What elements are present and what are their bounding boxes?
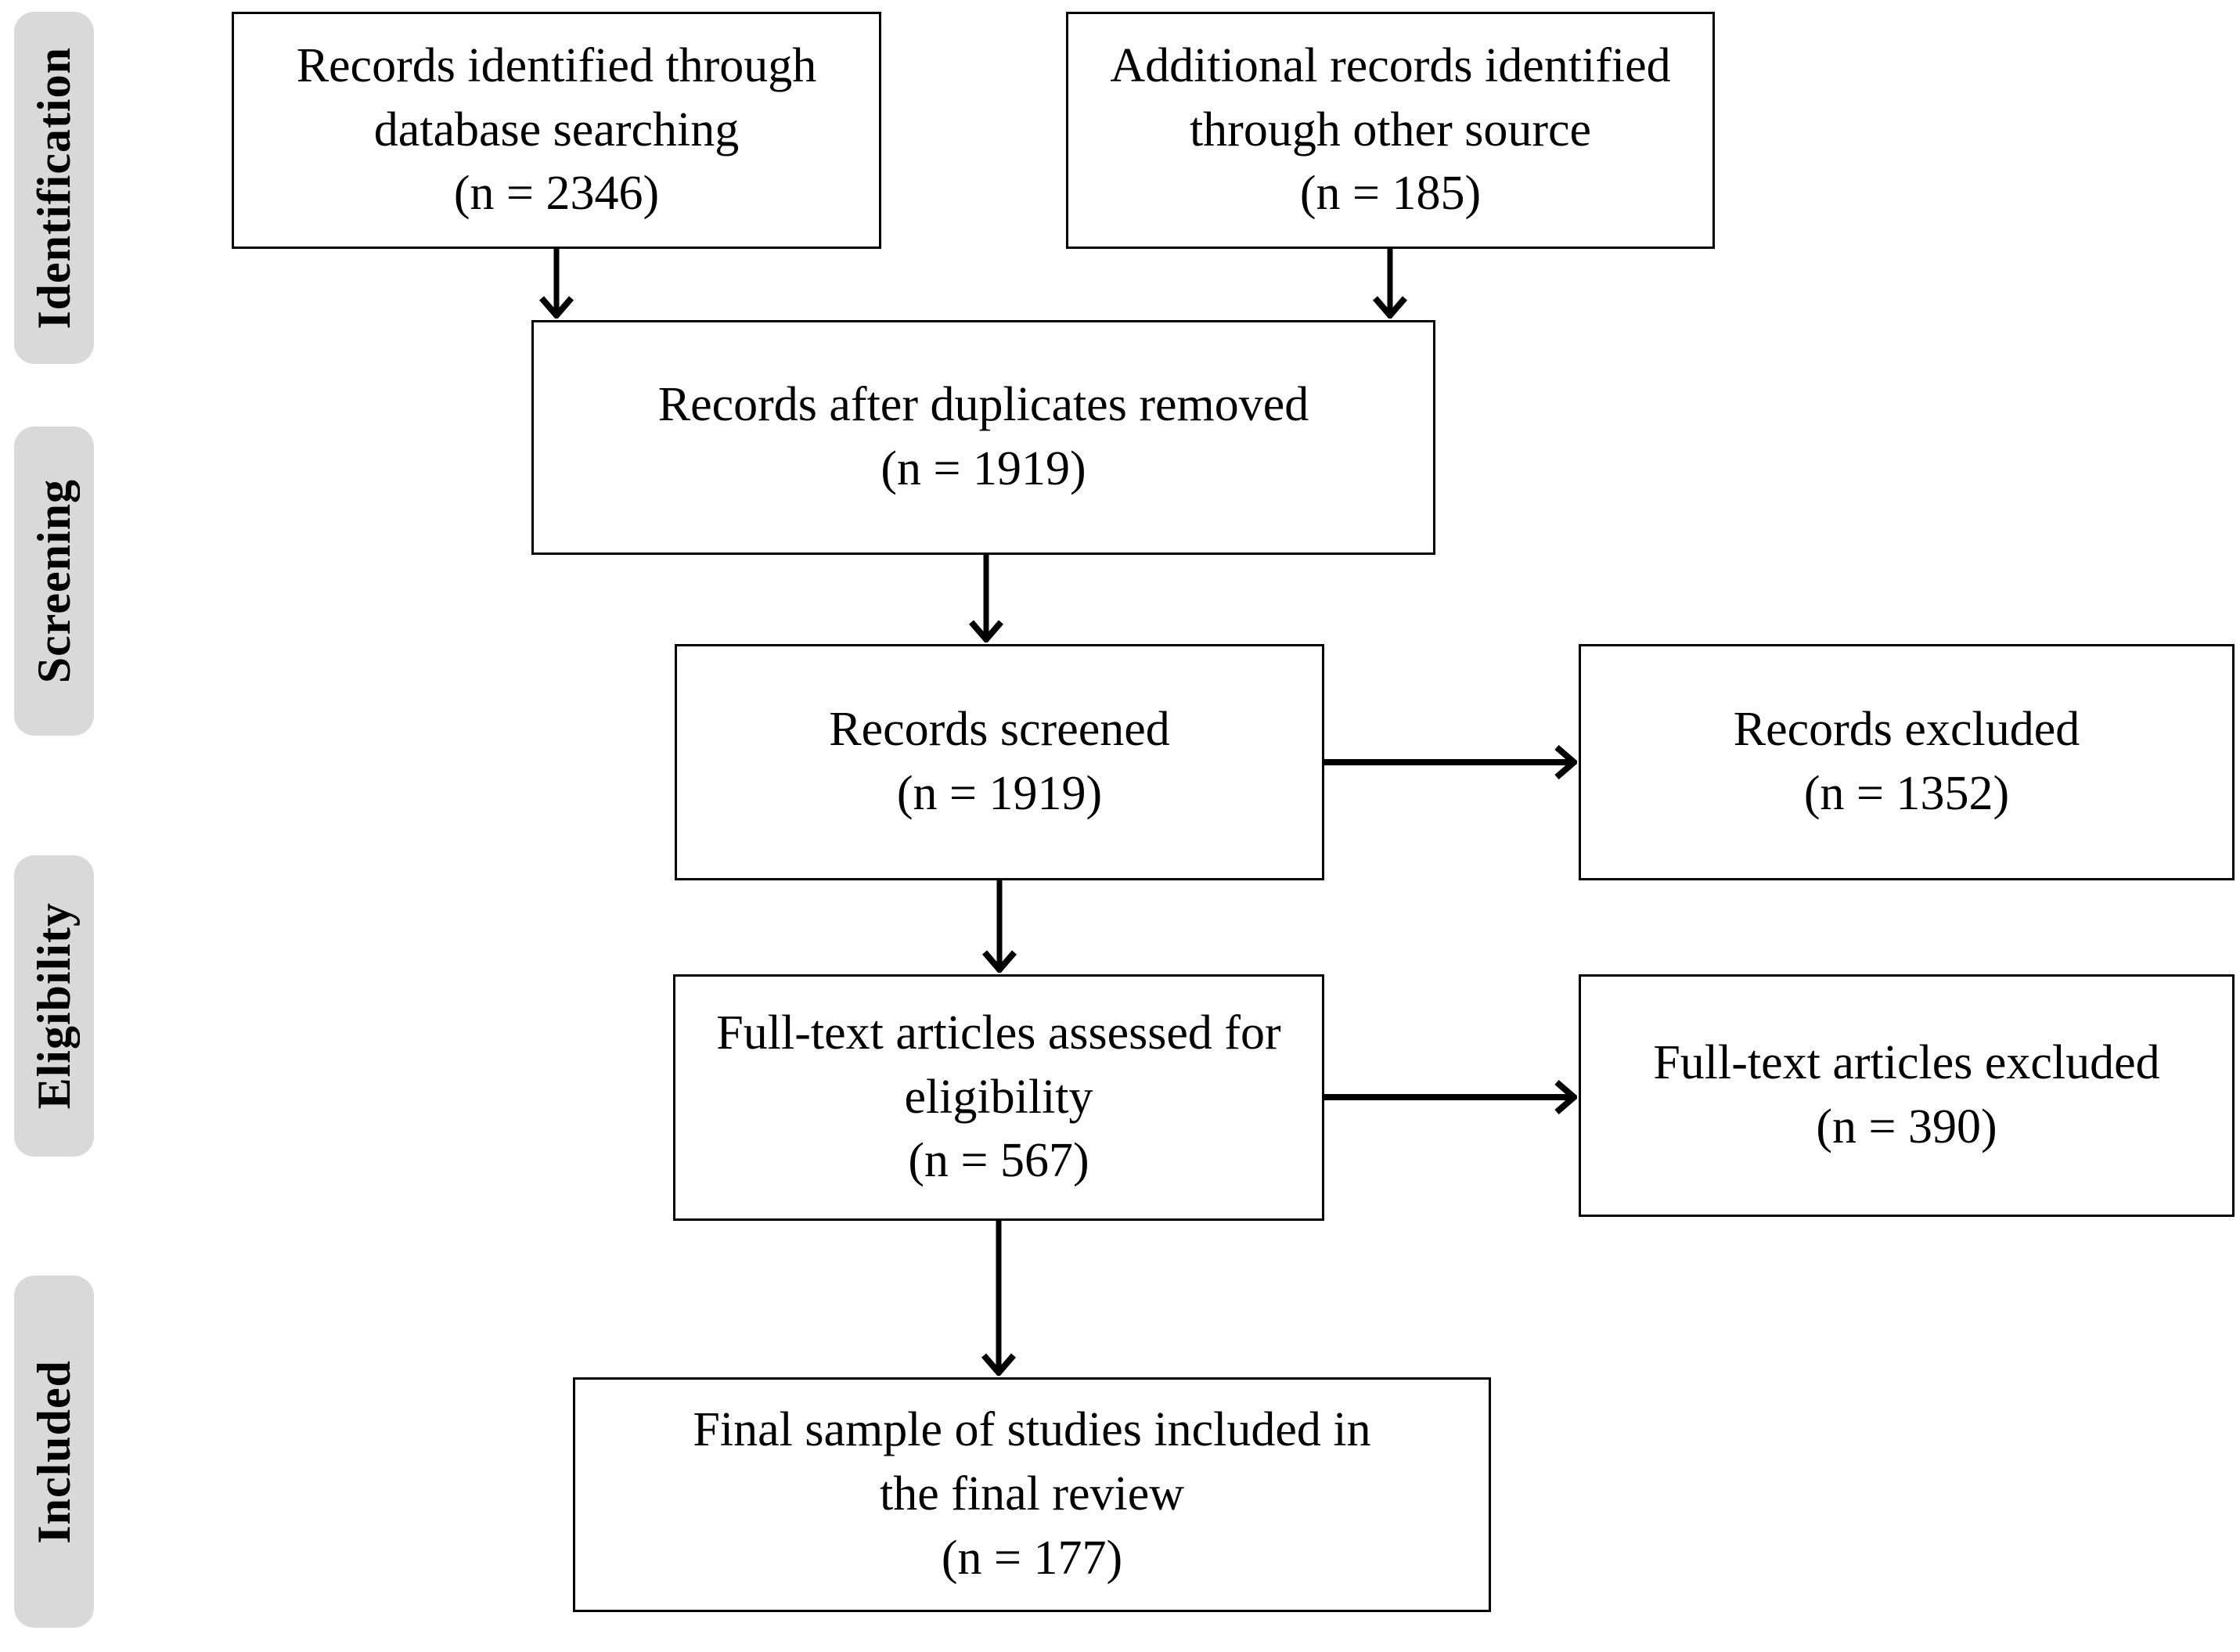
node-additional-records: Additional records identified through ot… bbox=[1066, 12, 1715, 249]
stage-label-identification: Identification bbox=[14, 12, 94, 364]
node-text: Full-text articles assessed for eligibil… bbox=[716, 1006, 1281, 1188]
node-records-identified: Records identified through database sear… bbox=[232, 12, 881, 249]
node-text: Records after duplicates removed (n = 19… bbox=[657, 378, 1309, 495]
node-text: Additional records identified through ot… bbox=[1110, 38, 1671, 221]
node-final-sample: Final sample of studies included in the … bbox=[573, 1377, 1491, 1612]
node-text: Full-text articles excluded (n = 390) bbox=[1653, 1036, 2160, 1154]
node-text: Records identified through database sear… bbox=[296, 38, 817, 221]
node-text: Final sample of studies included in the … bbox=[693, 1403, 1371, 1585]
node-records-screened: Records screened (n = 1919) bbox=[675, 644, 1324, 880]
node-after-duplicates: Records after duplicates removed (n = 19… bbox=[531, 320, 1435, 555]
node-text: Records excluded (n = 1352) bbox=[1733, 703, 2080, 820]
stage-label-text: Screening bbox=[27, 478, 80, 684]
stage-label-included: Included bbox=[14, 1276, 94, 1628]
node-records-excluded: Records excluded (n = 1352) bbox=[1579, 644, 2235, 880]
stage-label-text: Identification bbox=[27, 46, 80, 329]
stage-label-screening: Screening bbox=[14, 426, 94, 736]
stage-label-text: Included bbox=[27, 1359, 80, 1544]
node-fulltext-excluded: Full-text articles excluded (n = 390) bbox=[1579, 974, 2235, 1217]
stage-label-text: Eligibility bbox=[27, 902, 80, 1110]
node-text: Records screened (n = 1919) bbox=[829, 703, 1170, 820]
stage-label-eligibility: Eligibility bbox=[14, 855, 94, 1157]
node-fulltext-assessed: Full-text articles assessed for eligibil… bbox=[673, 974, 1324, 1221]
